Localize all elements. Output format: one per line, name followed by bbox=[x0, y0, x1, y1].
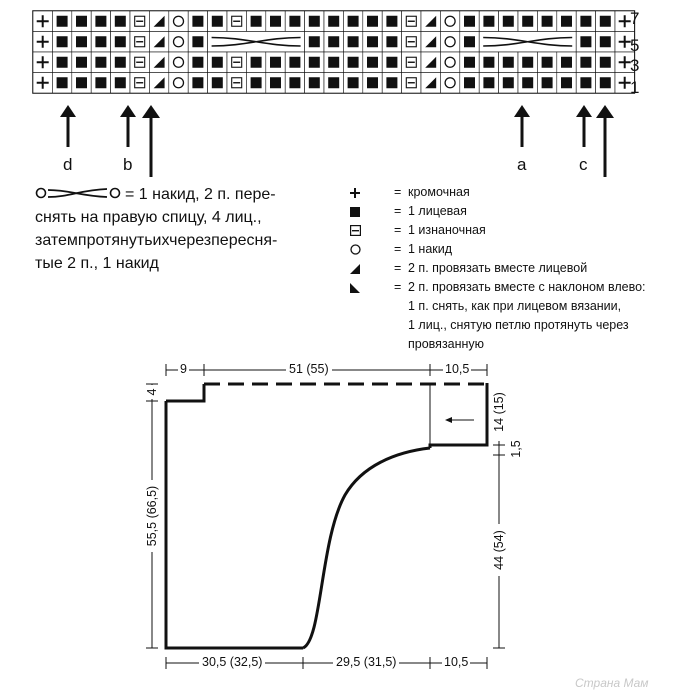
chart-cell-k2tog bbox=[420, 10, 441, 32]
legend-item-edge: =кромочная bbox=[350, 183, 646, 202]
stitch-chart bbox=[32, 10, 636, 94]
chart-cell-edge bbox=[614, 31, 635, 53]
schema-outline-left bbox=[164, 401, 303, 650]
chart-cell-k bbox=[575, 72, 596, 94]
legend-item-ssk-line-3: 1 лиц., снятую петлю протянуть через bbox=[408, 318, 629, 332]
arrow-d-icon bbox=[60, 105, 76, 147]
chart-cell-k bbox=[323, 72, 344, 94]
chart-cell-p bbox=[129, 31, 150, 53]
legend-item-ssk-line-2: 1 п. снять, как при лицевом вязании, bbox=[408, 299, 622, 313]
chart-cell-k bbox=[207, 72, 228, 94]
dim-top-left: 9 bbox=[178, 362, 189, 376]
dim-bottom-right: 10,5 bbox=[442, 655, 471, 669]
chart-cell-p bbox=[226, 10, 247, 32]
chart-cell-p bbox=[401, 31, 422, 53]
dim-top-right: 10,5 bbox=[443, 362, 472, 376]
schema-inner-arrow-icon bbox=[445, 417, 452, 423]
stitch-legend: =кромочная =1 лицевая =1 изнаночная =1 н… bbox=[350, 183, 646, 354]
dim-bottom-middle: 29,5 (31,5) bbox=[333, 655, 400, 669]
cable-def-line-1: = 1 накид, 2 п. пере- bbox=[125, 186, 276, 203]
chart-cell-p bbox=[129, 72, 150, 94]
chart-cell-p bbox=[401, 72, 422, 94]
chart-cell-k2tog bbox=[149, 51, 170, 73]
arrow-label-d: d bbox=[63, 155, 73, 174]
cable-def-line-2: снять на правую спицу, 4 лиц., bbox=[35, 209, 262, 226]
cable-symbol-definition: = 1 накид, 2 п. пере- снять на правую сп… bbox=[35, 183, 335, 275]
chart-cell-k2tog bbox=[420, 51, 441, 73]
plus-icon bbox=[350, 187, 360, 198]
cable-def-line-4: тые 2 п., 1 накид bbox=[35, 255, 159, 272]
legend-item-ssk: =2 п. провязать вместе с наклоном влево: bbox=[350, 278, 646, 297]
filled-square-icon bbox=[350, 206, 360, 217]
arrow-label-b: b bbox=[123, 155, 133, 174]
cable-def-line-3: затемпротянутьихчерезпересня- bbox=[35, 232, 278, 249]
dim-right-mid: 1,5 bbox=[509, 440, 523, 458]
arrow-b-icon bbox=[120, 105, 136, 147]
schema-outline-step bbox=[166, 384, 206, 403]
chart-cell-edge bbox=[614, 72, 635, 94]
dim-right-top: 14 (15) bbox=[492, 383, 506, 441]
arrow-a-icon bbox=[514, 105, 530, 147]
dim-left-top: 4 bbox=[145, 385, 159, 399]
circle-icon bbox=[350, 244, 361, 255]
legend-item-purl: =1 изнаночная bbox=[350, 221, 646, 240]
chart-cell-cable bbox=[478, 31, 577, 53]
legend-item-yo: =1 накид bbox=[350, 240, 646, 259]
chart-cell-k bbox=[517, 72, 538, 94]
arrow-b2-icon bbox=[142, 105, 160, 177]
dim-right-main: 44 (54) bbox=[492, 524, 506, 576]
triangle-left-icon bbox=[350, 282, 360, 293]
watermark: Страна Мам bbox=[575, 676, 649, 690]
dim-bottom-left: 30,5 (32,5) bbox=[199, 655, 266, 669]
dim-left-main: 55,5 (66,5) bbox=[145, 480, 159, 552]
chart-cell-p bbox=[401, 10, 422, 32]
chart-cell-k2tog bbox=[420, 31, 441, 53]
arrow-c2-icon bbox=[596, 105, 614, 177]
triangle-right-icon bbox=[350, 263, 360, 274]
arrow-label-a: a bbox=[517, 155, 527, 174]
arrow-c-icon bbox=[576, 105, 592, 147]
chart-cell-k bbox=[556, 72, 577, 94]
chart-cell-edge bbox=[614, 10, 635, 32]
chart-cell-yo bbox=[168, 72, 189, 94]
chart-cell-p bbox=[401, 51, 422, 73]
cable-symbol-icon bbox=[35, 187, 121, 199]
legend-item-ssk-line-4: провязанную bbox=[408, 337, 485, 351]
dim-top-middle: 51 (55) bbox=[286, 362, 332, 376]
schema-outline-curve bbox=[302, 446, 431, 650]
chart-cell-yo bbox=[440, 51, 461, 73]
row-number-3: 3 bbox=[630, 56, 640, 75]
chart-cell-cable bbox=[207, 31, 305, 53]
legend-item-k2tog: =2 п. провязать вместе лицевой bbox=[350, 259, 646, 278]
row-number-1: 1 bbox=[630, 78, 640, 97]
chart-cell-yo bbox=[440, 31, 461, 53]
legend-item-knit: =1 лицевая bbox=[350, 202, 646, 221]
row-number-7: 7 bbox=[630, 9, 640, 28]
purl-square-icon bbox=[350, 225, 361, 236]
schema-outline-notch bbox=[428, 383, 489, 448]
row-number-5: 5 bbox=[630, 36, 640, 55]
arrow-label-c: c bbox=[579, 155, 588, 174]
